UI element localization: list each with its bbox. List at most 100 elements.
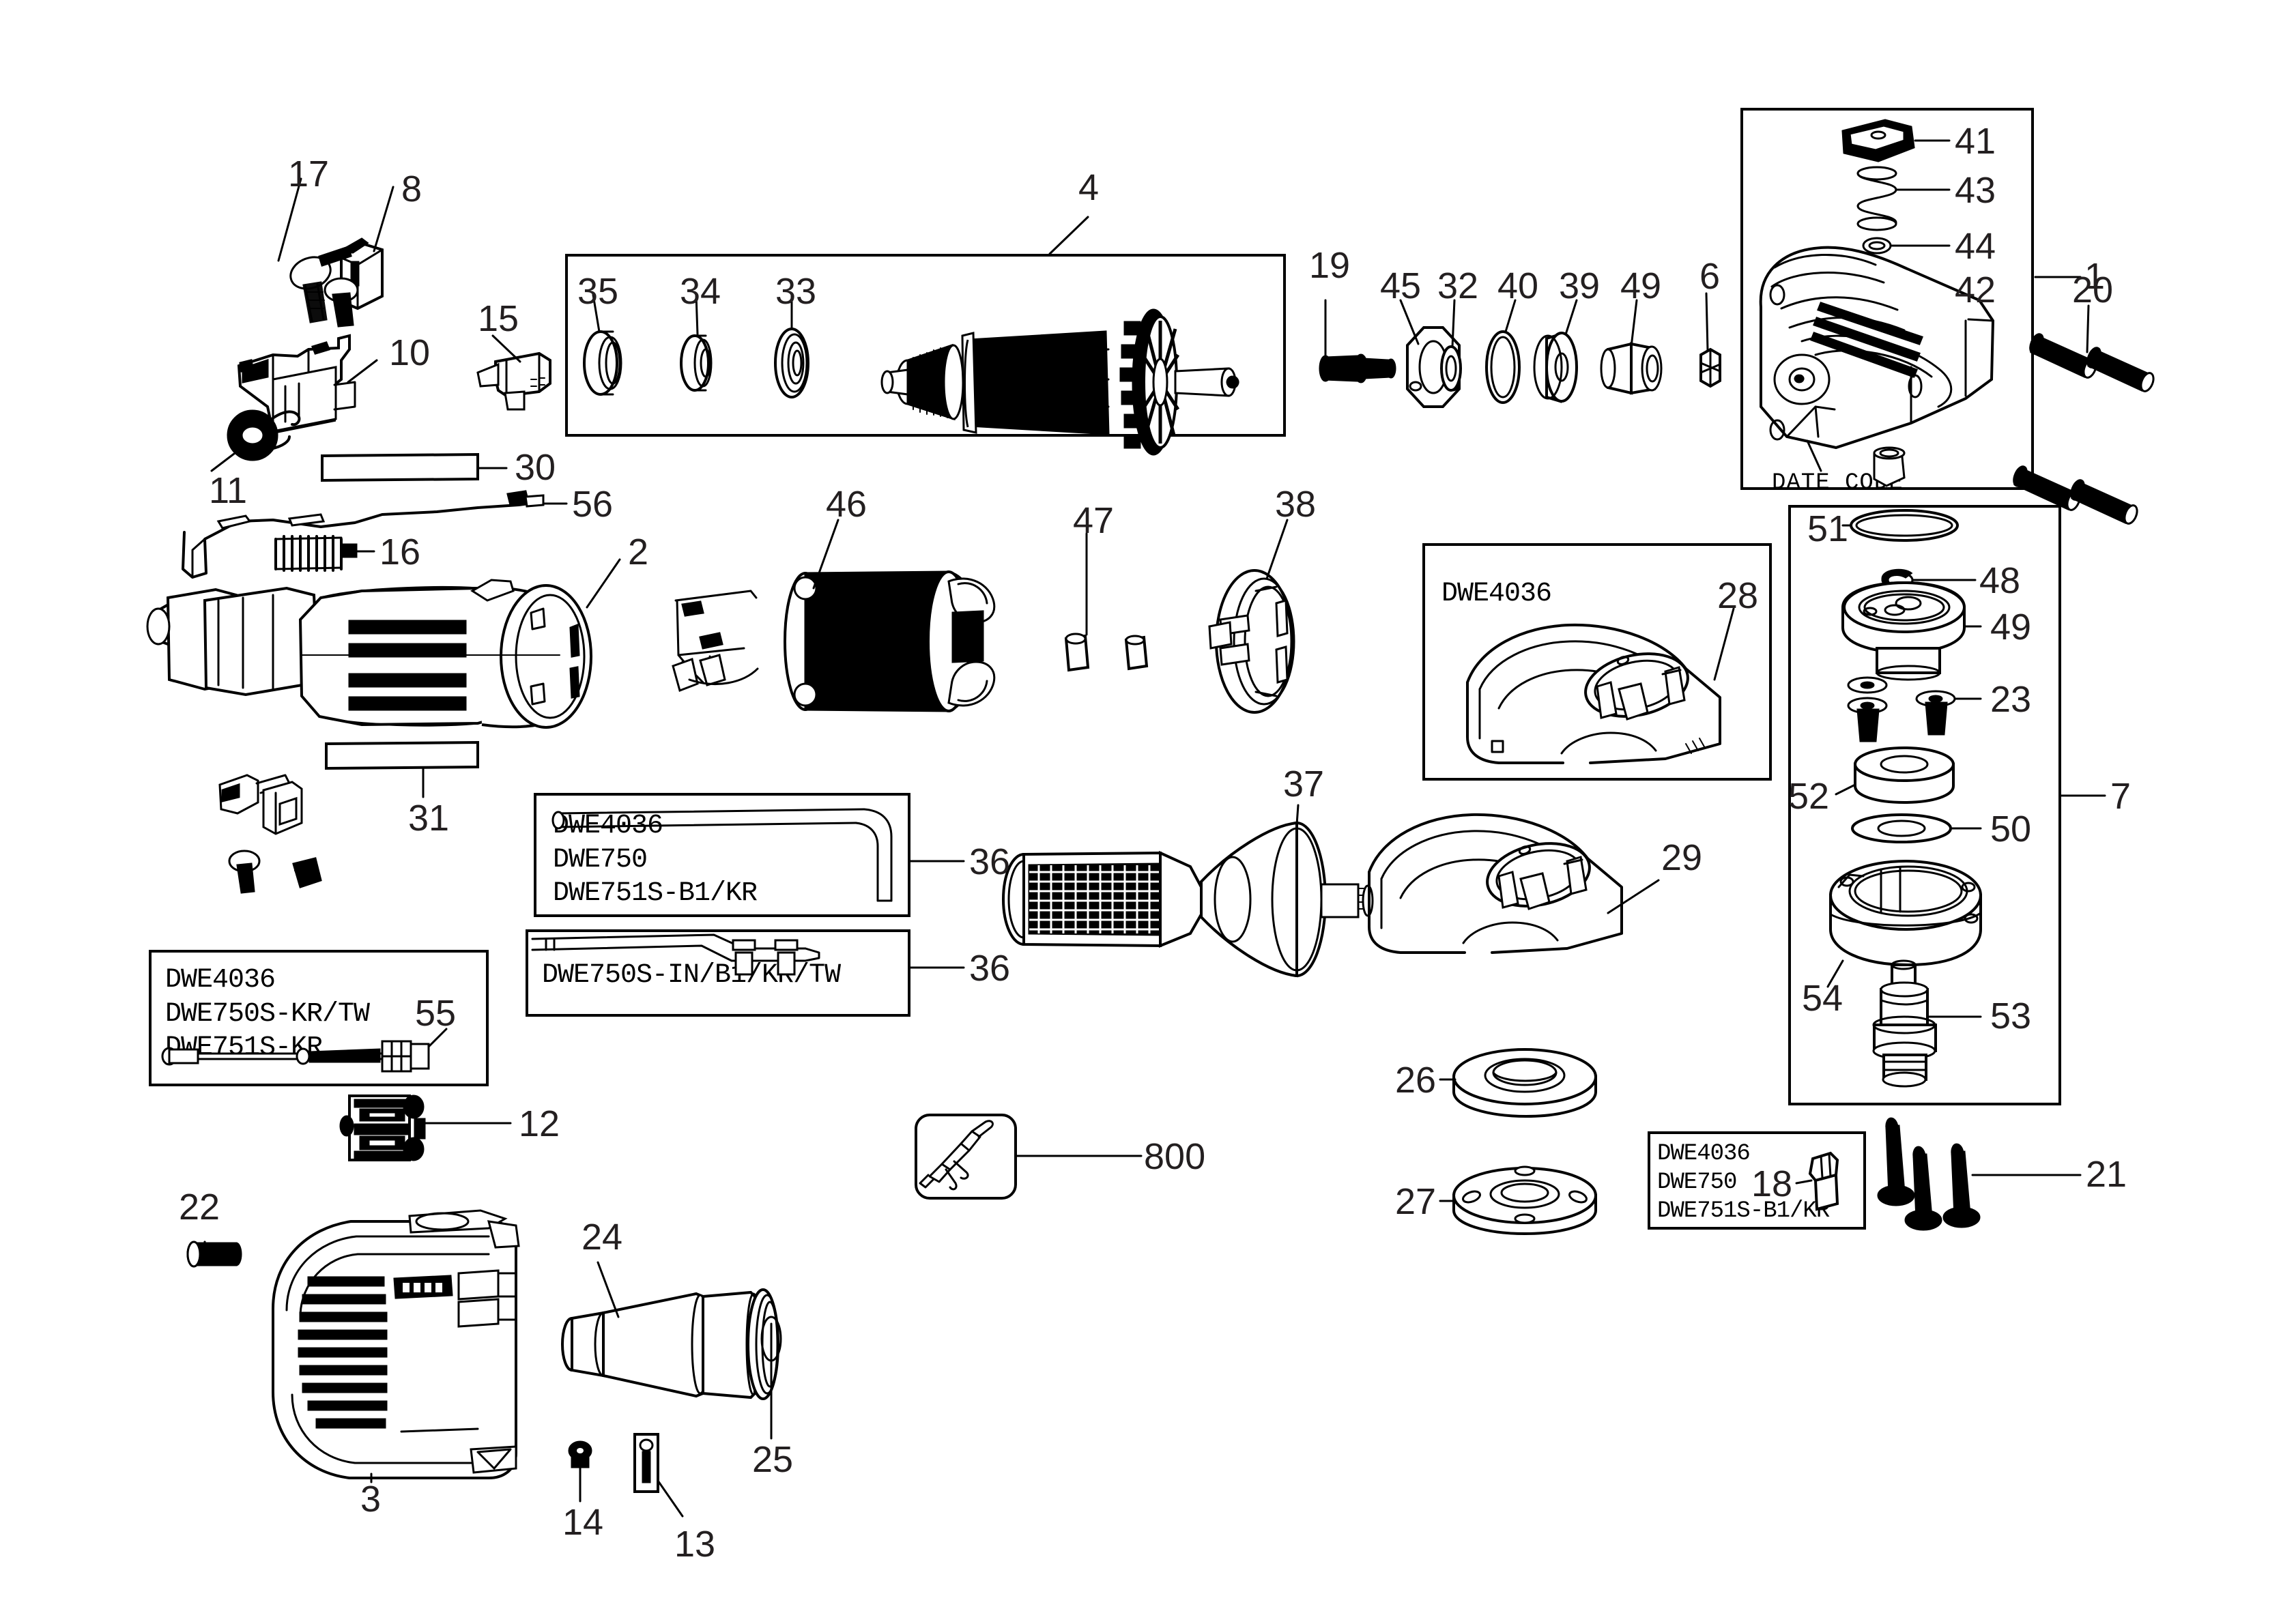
callout-13: 13 (674, 1524, 716, 1565)
callout-3: 3 (360, 1479, 382, 1520)
part-22-screw (188, 1242, 241, 1266)
part-6-hex-nut (1701, 349, 1720, 386)
spindle-group-box (1788, 505, 2061, 1105)
part-4-armature (882, 310, 1238, 454)
callout-15: 15 (478, 298, 519, 339)
part-15-lock-button (478, 353, 550, 409)
callout-40: 40 (1497, 265, 1539, 306)
callout-8: 8 (401, 169, 422, 209)
part-800-tool-kit (920, 1121, 992, 1189)
callout-47: 47 (1073, 500, 1115, 541)
part-47-carbon-brushes (1066, 634, 1147, 670)
part-46-field-stator (673, 572, 994, 711)
callout-7: 7 (2110, 776, 2132, 817)
callout-800: 800 (1144, 1136, 1206, 1177)
part-screw-small-b (325, 278, 358, 326)
callout-4: 4 (1078, 167, 1100, 208)
callout-39: 39 (1559, 265, 1601, 306)
part-10-switch (239, 336, 355, 433)
part-36-hex-key (553, 809, 891, 901)
callout-48: 48 (1979, 560, 2021, 601)
gear-case-group-box (1740, 108, 2034, 490)
callout-22: 22 (179, 1187, 220, 1228)
callout-16: 16 (379, 532, 421, 572)
model-text-cordset: DWE4036 DWE750S-KR/TW DWE751S-KR (165, 965, 370, 1064)
cordset-group-box (149, 950, 489, 1086)
callout-36-hexkey: 36 (969, 841, 1011, 882)
callout-44: 44 (1955, 226, 1996, 267)
part-cluster-lower-left (220, 775, 321, 893)
callout-28: 28 (1717, 575, 1759, 616)
callout-25: 25 (752, 1439, 794, 1480)
callout-21: 21 (2086, 1154, 2127, 1195)
part-13-nameplate (635, 1434, 658, 1492)
callout-27: 27 (1395, 1181, 1437, 1222)
callout-6: 6 (1699, 256, 1721, 297)
hexkey-group-box (534, 793, 910, 917)
callout-37: 37 (1283, 764, 1325, 804)
callout-43: 43 (1955, 170, 1996, 211)
callout-20: 20 (2072, 270, 2114, 310)
part-24-side-handle (562, 1290, 781, 1399)
callout-45: 45 (1380, 265, 1422, 306)
callout-10: 10 (389, 332, 431, 373)
part-54-bearing-housing (1831, 861, 1981, 965)
part-1-gear-case (1761, 248, 1993, 486)
callout-35: 35 (577, 271, 619, 312)
callout-1: 1 (2084, 256, 2106, 297)
callout-14: 14 (562, 1502, 604, 1543)
guard-4036-group-box (1422, 543, 1772, 781)
part-52-spacer (1855, 748, 1953, 802)
callout-50: 50 (1990, 809, 2032, 850)
callout-23: 23 (1990, 679, 2032, 720)
part-31-label-plate (326, 742, 478, 768)
part-14-screw-tiny (569, 1442, 591, 1467)
part-37-handle-grip (1003, 823, 1373, 976)
callout-2: 2 (628, 532, 649, 572)
model-text-brushholder: DWE4036 DWE750 DWE751S-B1/KR (1657, 1141, 1830, 1225)
part-23-socket-screws (1848, 678, 1955, 741)
part-49-bushing-cap (1601, 344, 1661, 393)
part-11-torsion-spring (228, 411, 299, 460)
part-32-washer-small (1441, 347, 1461, 390)
part-39-bearing (1534, 333, 1577, 401)
part-20-machine-screws (2011, 332, 2156, 525)
callout-54: 54 (1802, 978, 1843, 1019)
part-38-baffle (1209, 570, 1294, 712)
part-3-rear-cover (273, 1210, 519, 1478)
callout-52: 52 (1788, 776, 1830, 817)
part-19-pin-screw (1320, 355, 1395, 382)
callout-42: 42 (1955, 270, 1996, 310)
part-17-screw (286, 252, 334, 322)
part-2-motor-housing (147, 580, 591, 727)
part-56-wire-lead (183, 491, 543, 577)
callout-41: 41 (1955, 121, 1996, 162)
brushholder-group-box (1648, 1131, 1866, 1230)
callout-33: 33 (775, 271, 817, 312)
callout-19: 19 (1309, 245, 1351, 286)
part-28-guard-4036 (1467, 625, 1720, 763)
callout-30: 30 (515, 447, 556, 488)
part-41-switch-paddle (1843, 120, 1914, 161)
part-40-o-ring (1487, 332, 1519, 403)
toolkit-group-box (915, 1114, 1017, 1200)
part-44-o-ring-small (1863, 238, 1891, 253)
callout-38: 38 (1275, 484, 1317, 525)
callout-31: 31 (408, 798, 450, 839)
callout-34: 34 (680, 271, 721, 312)
callout-17: 17 (288, 154, 330, 194)
part-29-guard (1369, 815, 1622, 953)
callout-36-spanner: 36 (969, 948, 1011, 989)
callout-53: 53 (1990, 996, 2032, 1036)
part-16-compression-spring (276, 536, 356, 570)
callout-49-gear: 49 (1990, 607, 2032, 648)
part-35-washer (584, 332, 621, 394)
part-36-spanner-wrench (532, 935, 819, 974)
armature-group-box (565, 254, 1286, 437)
callout-12: 12 (519, 1103, 560, 1144)
part-43-spring (1858, 167, 1896, 230)
model-text-guard4036: DWE4036 (1441, 579, 1552, 609)
part-50-shim-washer (1852, 815, 1951, 842)
